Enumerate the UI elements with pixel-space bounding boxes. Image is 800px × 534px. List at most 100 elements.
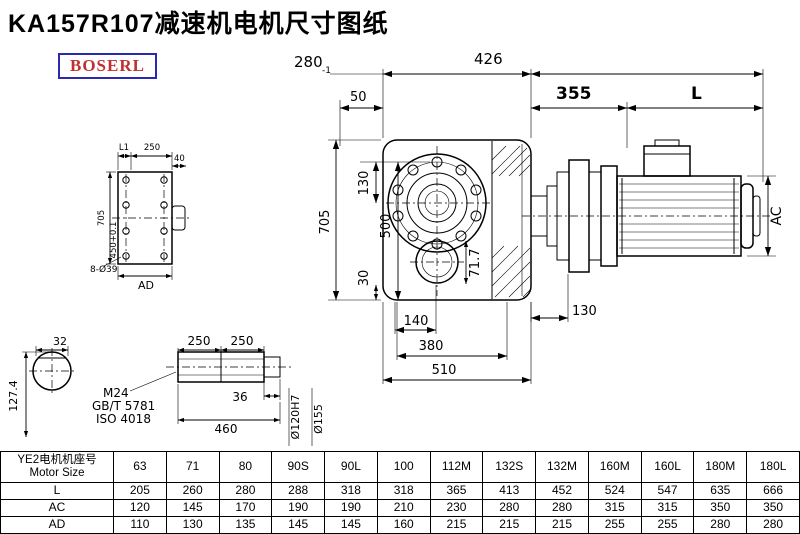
- dim-value-cell: 315: [640, 499, 695, 517]
- dim-36-label: 36: [232, 390, 247, 404]
- motor-size-header: YE2电机机座号 Motor Size: [0, 451, 114, 483]
- dim-426: 426: [474, 50, 764, 182]
- gearbox-front-view: [382, 139, 532, 301]
- thread-spec-label: M24: [103, 386, 129, 400]
- dim-250b-label: 250: [231, 334, 254, 348]
- dim-value-cell: 635: [693, 482, 748, 500]
- dim-450-label: 450+0.1: [109, 222, 119, 259]
- dim-250a-label: 250: [188, 334, 211, 348]
- size-header-cell: 63: [113, 451, 167, 483]
- dim-355-label: 355: [556, 84, 592, 104]
- dim-50-label: 50: [350, 90, 367, 105]
- dim-value-cell: 120: [113, 499, 167, 517]
- size-header-cell: 90L: [324, 451, 378, 483]
- dim-280-tolerance: -1: [322, 66, 331, 76]
- dim-140-label: 140: [404, 314, 429, 329]
- dim-280-label: 280: [294, 53, 323, 71]
- page-title: KA157R107减速机电机尺寸图纸: [8, 10, 389, 38]
- dim-value-cell: 170: [218, 499, 273, 517]
- dim-value-cell: 413: [482, 482, 537, 500]
- dim-value-cell: 280: [482, 499, 537, 517]
- section-hatch-bottom: [491, 245, 531, 298]
- dim-value-cell: 280: [693, 516, 748, 534]
- dim-426-label: 426: [474, 50, 503, 68]
- row-label-cell: AD: [0, 516, 114, 534]
- dim-od-label: Ø155: [312, 404, 325, 434]
- dim-value-cell: 350: [746, 499, 800, 517]
- dim-380-label: 380: [419, 339, 444, 354]
- shaft-end-view: 32 127.4: [7, 335, 75, 438]
- dim-value-cell: 145: [165, 499, 220, 517]
- dim-705-label: 705: [318, 210, 333, 235]
- dim-140: 140: [394, 285, 437, 334]
- dim-value-cell: 524: [587, 482, 642, 500]
- dim-value-cell: 280: [535, 499, 589, 517]
- dim-8-holes-label: 8-Ø39: [90, 264, 118, 275]
- dim-AC-label: AC: [769, 206, 785, 225]
- dim-71-7: 71.7: [463, 240, 483, 285]
- motor-size-header-en: Motor Size: [29, 467, 85, 479]
- dim-value-cell: 215: [482, 516, 537, 534]
- dim-value-cell: 215: [535, 516, 589, 534]
- dim-127-4-label: 127.4: [7, 380, 20, 412]
- iso-standard-label: ISO 4018: [96, 412, 151, 426]
- size-header-cell: 90S: [271, 451, 326, 483]
- dim-bore-label: Ø120H7: [289, 395, 302, 440]
- shaft-view: 250 250 M24 GB/T 5781 ISO 4018 36 460 Ø1…: [92, 334, 325, 446]
- dim-value-cell: 315: [587, 499, 642, 517]
- dim-value-cell: 255: [640, 516, 695, 534]
- flange-bolt-holes: [392, 156, 482, 250]
- dim-value-cell: 230: [429, 499, 484, 517]
- dim-value-cell: 145: [324, 516, 378, 534]
- size-header-cell: 132S: [482, 451, 537, 483]
- dim-value-cell: 288: [271, 482, 326, 500]
- motor-fins: [619, 183, 739, 249]
- motor-size-header-cn: YE2电机机座号: [17, 453, 97, 466]
- section-hatch-top: [491, 145, 531, 177]
- size-header-cell: 71: [165, 451, 220, 483]
- gb-standard-label: GB/T 5781: [92, 399, 155, 413]
- dim-L: L: [626, 84, 764, 112]
- dim-130-right: 130: [530, 274, 597, 322]
- dim-value-cell: 215: [429, 516, 484, 534]
- dim-380: 380: [396, 302, 508, 360]
- dim-130-left-label: 130: [357, 171, 372, 196]
- dim-705-side-label: 705: [97, 210, 107, 226]
- dim-510-label: 510: [432, 363, 457, 378]
- dim-value-cell: 318: [376, 482, 431, 500]
- dim-value-cell: 318: [324, 482, 378, 500]
- dim-280: 280 -1: [294, 53, 532, 138]
- dim-value-cell: 205: [113, 482, 167, 500]
- dim-value-cell: 190: [271, 499, 326, 517]
- dim-130-right-label: 130: [572, 304, 597, 319]
- dim-250-side-label: 250: [144, 143, 160, 153]
- dim-value-cell: 280: [218, 482, 273, 500]
- dim-71-7-label: 71.7: [468, 249, 483, 278]
- dim-50: 50: [339, 90, 384, 146]
- motor-size-table: YE2电机机座号 Motor Size 63 71 80 90S 90L 100…: [0, 451, 800, 534]
- brand-logo: BOSERL: [58, 53, 157, 79]
- dim-355: 355: [530, 84, 628, 148]
- size-header-cell: 160M: [587, 451, 642, 483]
- dim-value-cell: 130: [165, 516, 220, 534]
- dim-value-cell: 452: [535, 482, 589, 500]
- row-label-cell: AC: [0, 499, 114, 517]
- dim-value-cell: 350: [693, 499, 748, 517]
- dim-30-label: 30: [357, 270, 372, 287]
- motor-side-view: [522, 139, 772, 273]
- table-row-AC: AC 120 145 170 190 190 210 230 280 280 3…: [0, 499, 800, 517]
- dim-705: 705: [318, 139, 381, 301]
- table-row-AD: AD 110 130 135 145 145 160 215 215 215 2…: [0, 516, 800, 534]
- dim-value-cell: 260: [165, 482, 220, 500]
- dim-AC: AC: [747, 175, 785, 257]
- dim-value-cell: 135: [218, 516, 273, 534]
- dim-AD-label: AD: [138, 279, 154, 292]
- size-header-cell: 160L: [640, 451, 695, 483]
- table-row-L: L 205 260 280 288 318 318 365 413 452 52…: [0, 482, 800, 500]
- size-header-cell: 132M: [535, 451, 589, 483]
- dim-value-cell: 255: [587, 516, 642, 534]
- table-header-row: YE2电机机座号 Motor Size 63 71 80 90S 90L 100…: [0, 451, 800, 483]
- dim-value-cell: 210: [376, 499, 431, 517]
- dim-32-label: 32: [53, 335, 67, 348]
